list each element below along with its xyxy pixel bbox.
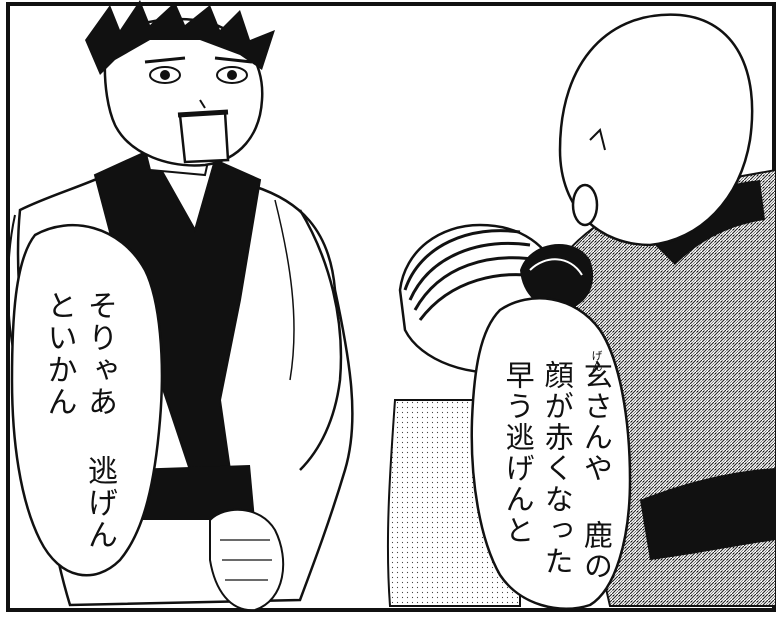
speech-bubble-left bbox=[10, 223, 164, 577]
speech-text-left: そりゃあ 逃げんといかん bbox=[38, 290, 119, 570]
speech-right-line-1: 玄さんや bbox=[579, 360, 614, 484]
speech-left-line-2: 逃げんといかん bbox=[41, 290, 118, 551]
speech-right-line-3: 早う逃げんと bbox=[501, 360, 536, 546]
speech-left-line-1: そりゃあ bbox=[82, 290, 117, 418]
furigana-gen: げん bbox=[590, 350, 603, 372]
speech-bubble-right bbox=[470, 297, 632, 610]
speech-text-right: 玄さんや 鹿の顔が赤くなった 早う逃げんと bbox=[498, 360, 615, 610]
speech-right-line-2: 鹿の顔が赤くなった bbox=[540, 360, 614, 582]
